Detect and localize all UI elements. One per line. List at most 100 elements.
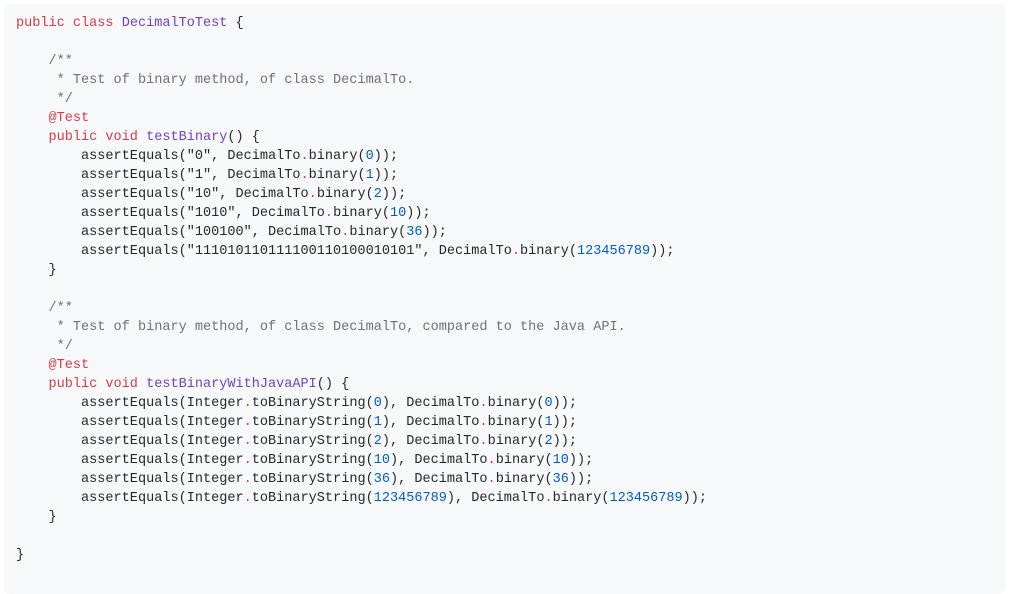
code-line: assertEquals(Integer.toBinaryString(2), … — [16, 432, 1005, 451]
code-token: binary( — [520, 244, 577, 259]
code-line: */ — [16, 337, 1005, 356]
code-token: )); — [552, 415, 577, 430]
code-token: . — [511, 244, 521, 259]
code-token: assertEquals(Integer — [16, 472, 244, 487]
code-token: assertEquals("0", DecimalTo — [16, 149, 301, 164]
code-token: * Test of binary method, of class Decima… — [16, 73, 415, 88]
code-token: binary( — [487, 396, 545, 411]
code-line: /** — [16, 299, 1005, 318]
code-token: @Test — [16, 111, 90, 126]
code-content: public class DecimalToTest { /** * Test … — [16, 14, 1005, 565]
code-token: assertEquals("1010", DecimalTo — [16, 206, 325, 221]
code-token: testBinary — [146, 130, 228, 145]
code-token: toBinaryString( — [251, 415, 374, 430]
code-token: . — [300, 168, 309, 183]
code-token: 10 — [552, 453, 569, 468]
code-token: assertEquals("11101011011110011010001010… — [16, 244, 512, 259]
code-line: public void testBinaryWithJavaAPI() { — [16, 375, 1005, 394]
code-block: public class DecimalToTest { /** * Test … — [4, 4, 1005, 594]
code-token: . — [487, 472, 496, 487]
code-line: assertEquals(Integer.toBinaryString(10),… — [16, 451, 1005, 470]
code-token: )); — [552, 396, 577, 411]
code-token: 1 — [373, 415, 382, 430]
code-token: binary( — [349, 225, 407, 240]
code-token: toBinaryString( — [251, 396, 374, 411]
code-token: @Test — [16, 358, 90, 373]
code-line: @Test — [16, 356, 1005, 375]
code-token: . — [243, 415, 252, 430]
code-token: /** — [16, 301, 73, 316]
code-token: . — [479, 415, 488, 430]
code-token: } — [16, 548, 25, 563]
code-token: } — [16, 510, 57, 525]
code-token: )); — [406, 206, 431, 221]
code-token: assertEquals("1", DecimalTo — [16, 168, 301, 183]
code-token: binary( — [316, 187, 374, 202]
code-token: 1 — [544, 415, 553, 430]
code-token: . — [243, 396, 252, 411]
code-token: binary( — [308, 168, 366, 183]
code-token: )); — [373, 149, 399, 164]
code-token: ), DecimalTo — [381, 396, 480, 411]
code-token: ), DecimalTo — [446, 491, 545, 506]
code-token: public class — [16, 16, 122, 31]
code-token: toBinaryString( — [251, 453, 374, 468]
code-line: assertEquals("1", DecimalTo.binary(1)); — [16, 166, 1005, 185]
code-token: . — [341, 225, 350, 240]
code-token: 123456789 — [576, 244, 651, 259]
code-token: toBinaryString( — [251, 491, 374, 506]
code-token: ), DecimalTo — [381, 434, 480, 449]
code-line: } — [16, 546, 1005, 565]
code-token: } — [16, 263, 57, 278]
code-line: assertEquals(Integer.toBinaryString(1), … — [16, 413, 1005, 432]
code-line: public class DecimalToTest { — [16, 14, 1005, 33]
code-token: binary( — [495, 453, 553, 468]
code-token: binary( — [333, 206, 390, 221]
code-token: binary( — [308, 149, 366, 164]
code-token: () { — [227, 130, 260, 145]
code-token: 0 — [365, 149, 374, 164]
code-token: 2 — [373, 187, 382, 202]
code-line: */ — [16, 90, 1005, 109]
code-line — [16, 527, 1005, 546]
code-token: . — [300, 149, 309, 164]
code-token: . — [479, 434, 488, 449]
code-token: 0 — [373, 396, 382, 411]
code-token: assertEquals(Integer — [16, 396, 244, 411]
code-token: . — [243, 453, 252, 468]
code-token: ), DecimalTo — [381, 415, 480, 430]
code-line — [16, 280, 1005, 299]
code-token: { — [227, 16, 244, 31]
code-token: . — [243, 491, 252, 506]
code-token: 2 — [373, 434, 382, 449]
code-line: assertEquals(Integer.toBinaryString(1234… — [16, 489, 1005, 508]
code-token: 36 — [552, 472, 569, 487]
code-line: assertEquals("0", DecimalTo.binary(0)); — [16, 147, 1005, 166]
code-token: assertEquals(Integer — [16, 434, 244, 449]
code-token: )); — [682, 491, 708, 506]
code-token: 0 — [544, 396, 553, 411]
code-token: )); — [650, 244, 675, 259]
code-token: toBinaryString( — [251, 472, 374, 487]
code-token: binary( — [552, 491, 610, 506]
code-token: )); — [373, 168, 399, 183]
code-token: 1 — [365, 168, 374, 183]
code-line: public void testBinary() { — [16, 128, 1005, 147]
code-line: /** — [16, 52, 1005, 71]
code-token: ), DecimalTo — [389, 453, 488, 468]
code-token: ), DecimalTo — [389, 472, 488, 487]
code-line: assertEquals(Integer. toBinaryString( 36),… — [16, 470, 1005, 489]
code-token: )); — [568, 453, 594, 468]
code-line: assertEquals("10", DecimalTo.binary(2)); — [16, 185, 1005, 204]
code-line: assertEquals("11101011011110011010001010… — [16, 242, 1005, 261]
code-token: . — [308, 187, 317, 202]
code-token: . — [487, 453, 496, 468]
code-token: )); — [552, 434, 577, 449]
code-line: assertEquals("1010", DecimalTo.binary(10… — [16, 204, 1005, 223]
code-line: assertEquals(Integer.toBinaryString(0), … — [16, 394, 1005, 413]
code-line: assertEquals("100100", DecimalTo.binary(… — [16, 223, 1005, 242]
code-line: * Test of binary method, of class Decima… — [16, 318, 1005, 337]
code-token: assertEquals("10", DecimalTo — [16, 187, 309, 202]
code-token: . — [243, 434, 252, 449]
code-token: binary( — [487, 434, 545, 449]
